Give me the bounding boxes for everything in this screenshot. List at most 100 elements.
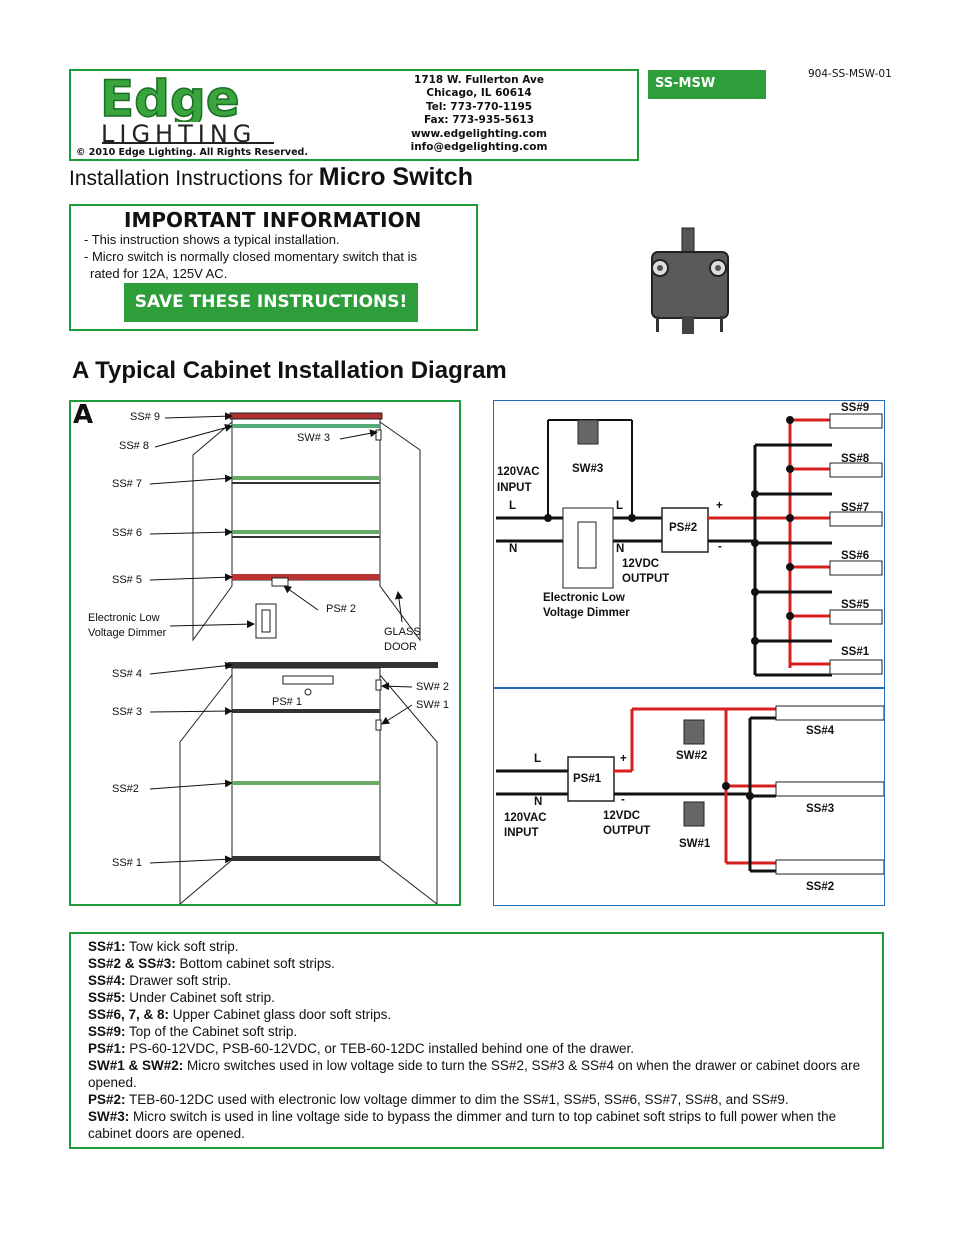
legend-key: SS#5:	[88, 990, 126, 1005]
page-title: Installation Instructions for Micro Swit…	[69, 163, 473, 192]
label-ps1: PS# 1	[272, 696, 302, 708]
sku-badge: SS-MSW	[648, 70, 766, 99]
label-ss1: SS# 1	[112, 857, 142, 869]
label-glass: DOOR	[384, 641, 417, 653]
legend-text: Upper Cabinet glass door soft strips.	[169, 1007, 392, 1022]
strip-label: SS#4	[806, 725, 835, 737]
label-plus: +	[620, 753, 627, 765]
label-n: N	[509, 543, 518, 555]
legend-text: Drawer soft strip.	[125, 973, 232, 988]
legend-key: SW#1 & SW#2:	[88, 1058, 184, 1073]
legend-text: Bottom cabinet soft strips.	[175, 956, 335, 971]
label-ss4: SS# 4	[112, 668, 142, 680]
cabinet-drawing	[149, 412, 438, 904]
label-dimmer: Electronic Low	[543, 592, 625, 604]
wiring-divider	[493, 687, 885, 689]
label-minus: -	[718, 541, 722, 553]
panel-letter: A	[73, 400, 94, 430]
legend-item: SS#6, 7, & 8: Upper Cabinet glass door s…	[88, 1006, 878, 1023]
label-120vac: 120VAC	[504, 812, 547, 824]
doc-number: 904-SS-MSW-01	[808, 68, 892, 80]
strip-label: SS#3	[806, 803, 835, 815]
label-input: INPUT	[504, 827, 539, 839]
title-prefix: Installation Instructions for	[69, 167, 313, 190]
email: info@edgelighting.com	[410, 141, 548, 154]
label-120vac: 120VAC	[497, 466, 540, 478]
legend-text: Tow kick soft strip.	[125, 939, 239, 954]
label-ss7: SS# 7	[112, 478, 142, 490]
title-product: Micro Switch	[318, 163, 473, 191]
legend-item: PS#2: TEB-60-12DC used with electronic l…	[88, 1091, 878, 1108]
label-sw1: SW#1	[679, 838, 711, 850]
legend-item: SS#4: Drawer soft strip.	[88, 972, 878, 989]
address-block: 1718 W. Fullerton Ave Chicago, IL 60614 …	[396, 74, 562, 154]
save-instructions-banner: SAVE THESE INSTRUCTIONS!	[124, 283, 418, 322]
label-l: L	[616, 500, 624, 512]
label-l: L	[509, 500, 517, 512]
label-ps2: PS# 2	[326, 603, 356, 615]
label-sw3: SW# 3	[297, 432, 331, 444]
wiring-top	[496, 413, 884, 875]
legend-item: SS#5: Under Cabinet soft strip.	[88, 989, 878, 1006]
strip-label: SS#1	[841, 646, 870, 658]
legend-item: PS#1: PS-60-12VDC, PSB-60-12VDC, or TEB-…	[88, 1040, 878, 1057]
label-ss8: SS# 8	[119, 440, 149, 452]
legend-text: Micro switch is used in line voltage sid…	[88, 1109, 837, 1141]
website: www.edgelighting.com	[411, 127, 547, 140]
label-l: L	[534, 753, 542, 765]
label-ps2: PS#2	[669, 522, 698, 534]
strip-label: SS#5	[841, 599, 870, 611]
strip-label: SS#8	[841, 453, 870, 465]
label-ss3: SS# 3	[112, 706, 142, 718]
label-12vdc: 12VDC	[603, 810, 641, 822]
micro-switch-image	[651, 227, 729, 334]
label-dimmer: Voltage Dimmer	[543, 607, 630, 619]
label-dimmer: Voltage Dimmer	[88, 627, 167, 639]
legend-key: SS#1:	[88, 939, 126, 954]
legend-key: SS#4:	[88, 973, 126, 988]
diagram-heading: A Typical Cabinet Installation Diagram	[72, 357, 507, 384]
important-line: - Micro switch is normally closed moment…	[84, 249, 418, 264]
label-glass: GLASS	[384, 626, 421, 638]
label-ss2: SS#2	[112, 783, 139, 795]
strip-label: SS#7	[841, 502, 870, 514]
important-line: - This instruction shows a typical insta…	[84, 232, 340, 247]
label-output: OUTPUT	[603, 825, 651, 837]
label-12vdc: 12VDC	[622, 558, 660, 570]
legend-key: PS#2:	[88, 1092, 126, 1107]
wiring-diagram-box	[493, 400, 885, 906]
label-output: OUTPUT	[622, 573, 670, 585]
address-line: 1718 W. Fullerton Ave	[414, 74, 544, 86]
label-n: N	[616, 543, 625, 555]
legend-key: SS#2 & SS#3:	[88, 956, 176, 971]
strip-label: SS#6	[841, 550, 870, 562]
legend-item: SS#9: Top of the Cabinet soft strip.	[88, 1023, 878, 1040]
legend-list: SS#1: Tow kick soft strip. SS#2 & SS#3: …	[88, 938, 878, 1142]
legend-text: Micro switches used in low voltage side …	[88, 1058, 861, 1090]
cabinet-diagram-box	[69, 400, 461, 906]
label-input: INPUT	[497, 482, 532, 494]
address-line: Chicago, IL 60614	[426, 87, 532, 100]
label-sw2: SW# 2	[416, 681, 450, 693]
legend-text: PS-60-12VDC, PSB-60-12VDC, or TEB-60-12D…	[125, 1041, 635, 1056]
label-n: N	[534, 796, 543, 808]
legend-text: TEB-60-12DC used with electronic low vol…	[125, 1092, 789, 1107]
legend-item: SS#1: Tow kick soft strip.	[88, 938, 878, 955]
legend-text: Top of the Cabinet soft strip.	[125, 1024, 298, 1039]
legend-key: SS#9:	[88, 1024, 126, 1039]
label-sw2: SW#2	[676, 750, 708, 762]
phone: Tel: 773-770-1195	[425, 100, 533, 113]
edge-logo: Edge	[100, 76, 240, 122]
legend-key: PS#1:	[88, 1041, 126, 1056]
important-line: rated for 12A, 125V AC.	[90, 266, 228, 281]
legend-item: SS#2 & SS#3: Bottom cabinet soft strips.	[88, 955, 878, 972]
legend-item: SW#1 & SW#2: Micro switches used in low …	[88, 1057, 878, 1091]
label-sw3: SW#3	[572, 463, 604, 475]
legend-text: Under Cabinet soft strip.	[125, 990, 275, 1005]
label-sw1: SW# 1	[416, 699, 450, 711]
legend-box	[69, 932, 884, 1149]
strip-label: SS#9	[841, 402, 870, 414]
strip-label: SS#2	[806, 881, 835, 893]
label-ss5: SS# 5	[112, 574, 142, 586]
copyright: © 2010 Edge Lighting. All Rights Reserve…	[76, 147, 308, 158]
